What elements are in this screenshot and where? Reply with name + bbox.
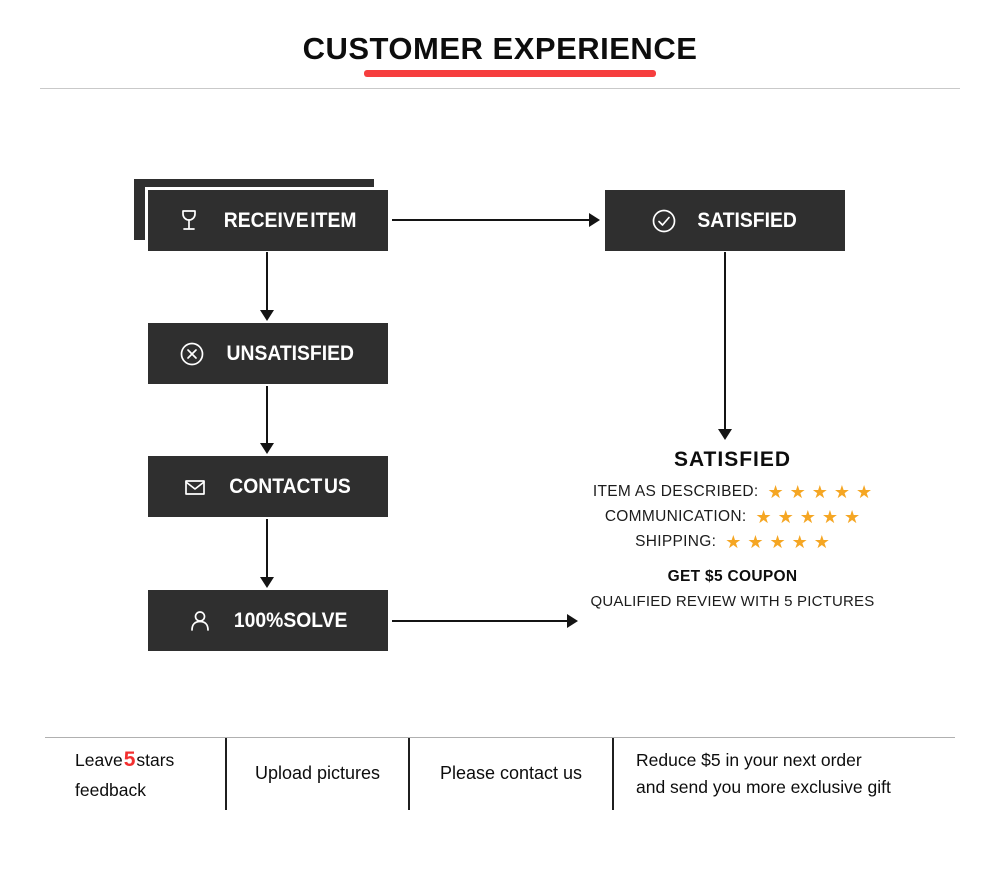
- flow-box-label: CONTACT US: [229, 474, 352, 498]
- rating-row-shipping: SHIPPING: ★★★★★: [505, 533, 960, 551]
- footer-benefits: Leave5stars feedback Upload pictures Ple…: [45, 737, 955, 810]
- footer-feedback-post: stars: [136, 750, 175, 771]
- five-stars-icon: ★★★★★: [767, 482, 879, 502]
- flow-box-unsatisfied: UNSATISFIED: [148, 323, 388, 384]
- flow-box-receive-item: RECEIVE ITEM: [148, 190, 388, 251]
- coupon-text: GET $5 COUPON: [667, 568, 798, 585]
- rating-label: ITEM AS DESCRIBED:: [592, 483, 759, 500]
- circle-check-icon: [648, 205, 680, 237]
- footer-cell-contact-us: Please contact us: [408, 738, 612, 810]
- title-underline: [364, 70, 656, 77]
- qualified-review-text: QUALIFIED REVIEW WITH 5 PICTURES: [590, 593, 875, 610]
- ratings-heading: SATISFIED: [673, 448, 792, 471]
- flow-box-label: RECEIVE ITEM: [224, 208, 357, 232]
- flow-box-satisfied: SATISFIED: [605, 190, 845, 251]
- footer-offer-line2: and send you more exclusive gift: [636, 777, 891, 797]
- footer-feedback-pre: Leave: [75, 750, 123, 771]
- person-icon: [184, 605, 216, 637]
- goblet-icon: [173, 205, 205, 237]
- header-divider: [40, 88, 960, 89]
- footer-upload-text: Upload pictures: [254, 763, 381, 784]
- flow-box-label: 100%SOLVE: [233, 608, 348, 632]
- five-stars-icon: ★★★★★: [755, 507, 867, 527]
- flow-box-label: SATISFIED: [697, 208, 798, 232]
- footer-contact-text: Please contact us: [439, 763, 583, 784]
- page-title: CUSTOMER EXPERIENCE: [302, 31, 698, 66]
- footer-offer-line1: Reduce $5 in your next order: [636, 749, 862, 770]
- envelope-icon: [179, 471, 211, 503]
- ratings-block: SATISFIED ITEM AS DESCRIBED: ★★★★★ COMMU…: [505, 448, 960, 610]
- footer-cell-upload-pictures: Upload pictures: [225, 738, 408, 810]
- flow-box-solve: 100%SOLVE: [148, 590, 388, 651]
- rating-row-communication: COMMUNICATION: ★★★★★: [505, 508, 960, 526]
- footer-cell-feedback: Leave5stars feedback: [45, 738, 225, 810]
- rating-row-item-as-described: ITEM AS DESCRIBED: ★★★★★: [505, 483, 960, 501]
- flow-box-contact-us: CONTACT US: [148, 456, 388, 517]
- circle-x-icon: [176, 338, 208, 370]
- footer-cell-reduce-offer: Reduce $5 in your next order and send yo…: [612, 738, 955, 810]
- rating-label: SHIPPING:: [635, 533, 717, 550]
- rating-label: COMMUNICATION:: [604, 508, 747, 525]
- footer-feedback-line2: feedback: [75, 779, 147, 800]
- footer-feedback-line1: Leave5stars: [75, 744, 225, 777]
- red-five-highlight: 5: [123, 748, 136, 772]
- five-stars-icon: ★★★★★: [725, 532, 836, 552]
- flow-box-label: UNSATISFIED: [226, 341, 355, 365]
